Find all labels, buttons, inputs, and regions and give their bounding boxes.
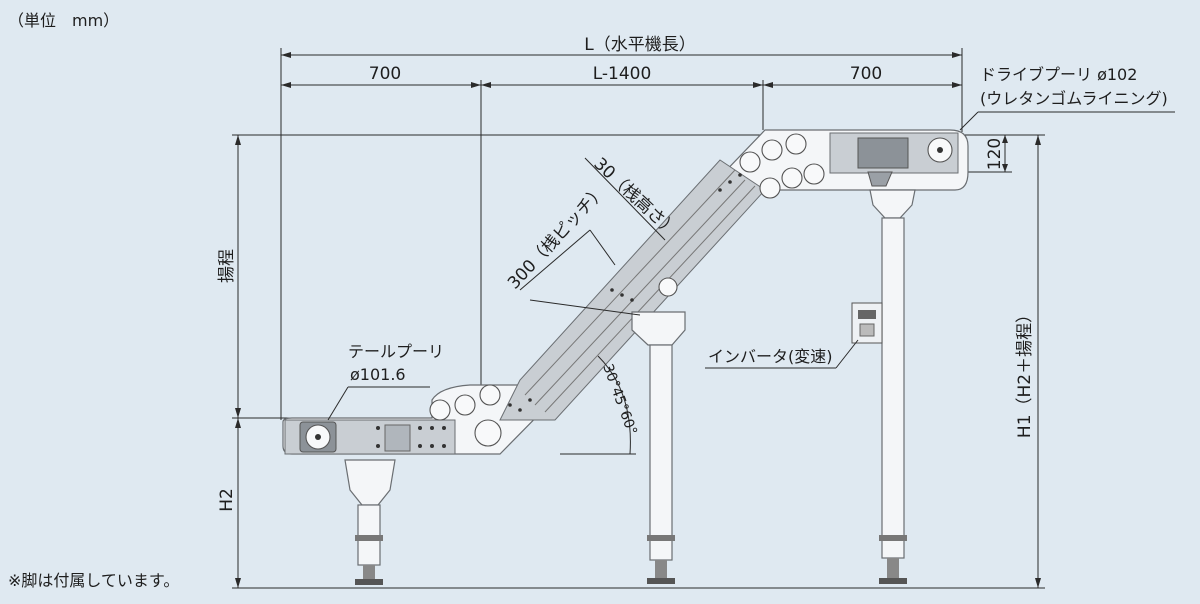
inverter-label: インバータ(変速)	[708, 347, 833, 366]
horizontal-dimensions: L（水平機長） 700 L-1400 700	[280, 35, 963, 420]
footnote: ※脚は付属しています。	[8, 571, 179, 590]
callouts: ドライブプーリ ø102 (ウレタンゴムライニング) テールプーリ ø101.6…	[327, 65, 1175, 421]
incline-frame	[499, 159, 766, 421]
dim-lift: 揚程	[217, 249, 237, 283]
inverter-box	[851, 302, 883, 344]
support-legs	[344, 189, 916, 585]
dim-head-height: 120	[985, 138, 1005, 170]
dim-h1: H1（H2＋揚程）	[1015, 306, 1035, 438]
dim-middle: L-1400	[593, 64, 652, 84]
tail-pulley-size: ø101.6	[350, 365, 406, 384]
drive-pulley-note: (ウレタンゴムライニング)	[980, 89, 1168, 108]
dim-angles: 30°45°60°	[599, 362, 639, 437]
dim-total-length: L（水平機長）	[584, 35, 695, 55]
dim-cleat-pitch: 300（桟ピッチ）	[504, 181, 610, 293]
dim-right-flat: 700	[850, 64, 882, 84]
conveyor-body	[282, 129, 969, 455]
tail-pulley-label: テールプーリ	[348, 342, 444, 361]
vertical-dimensions: 揚程 H2 H1（H2＋揚程） 120	[217, 134, 1045, 589]
drive-pulley-label: ドライブプーリ ø102	[980, 65, 1137, 84]
unit-label: （単位 mm）	[8, 11, 119, 30]
dim-h2: H2	[217, 488, 237, 512]
dim-left-flat: 700	[369, 64, 401, 84]
